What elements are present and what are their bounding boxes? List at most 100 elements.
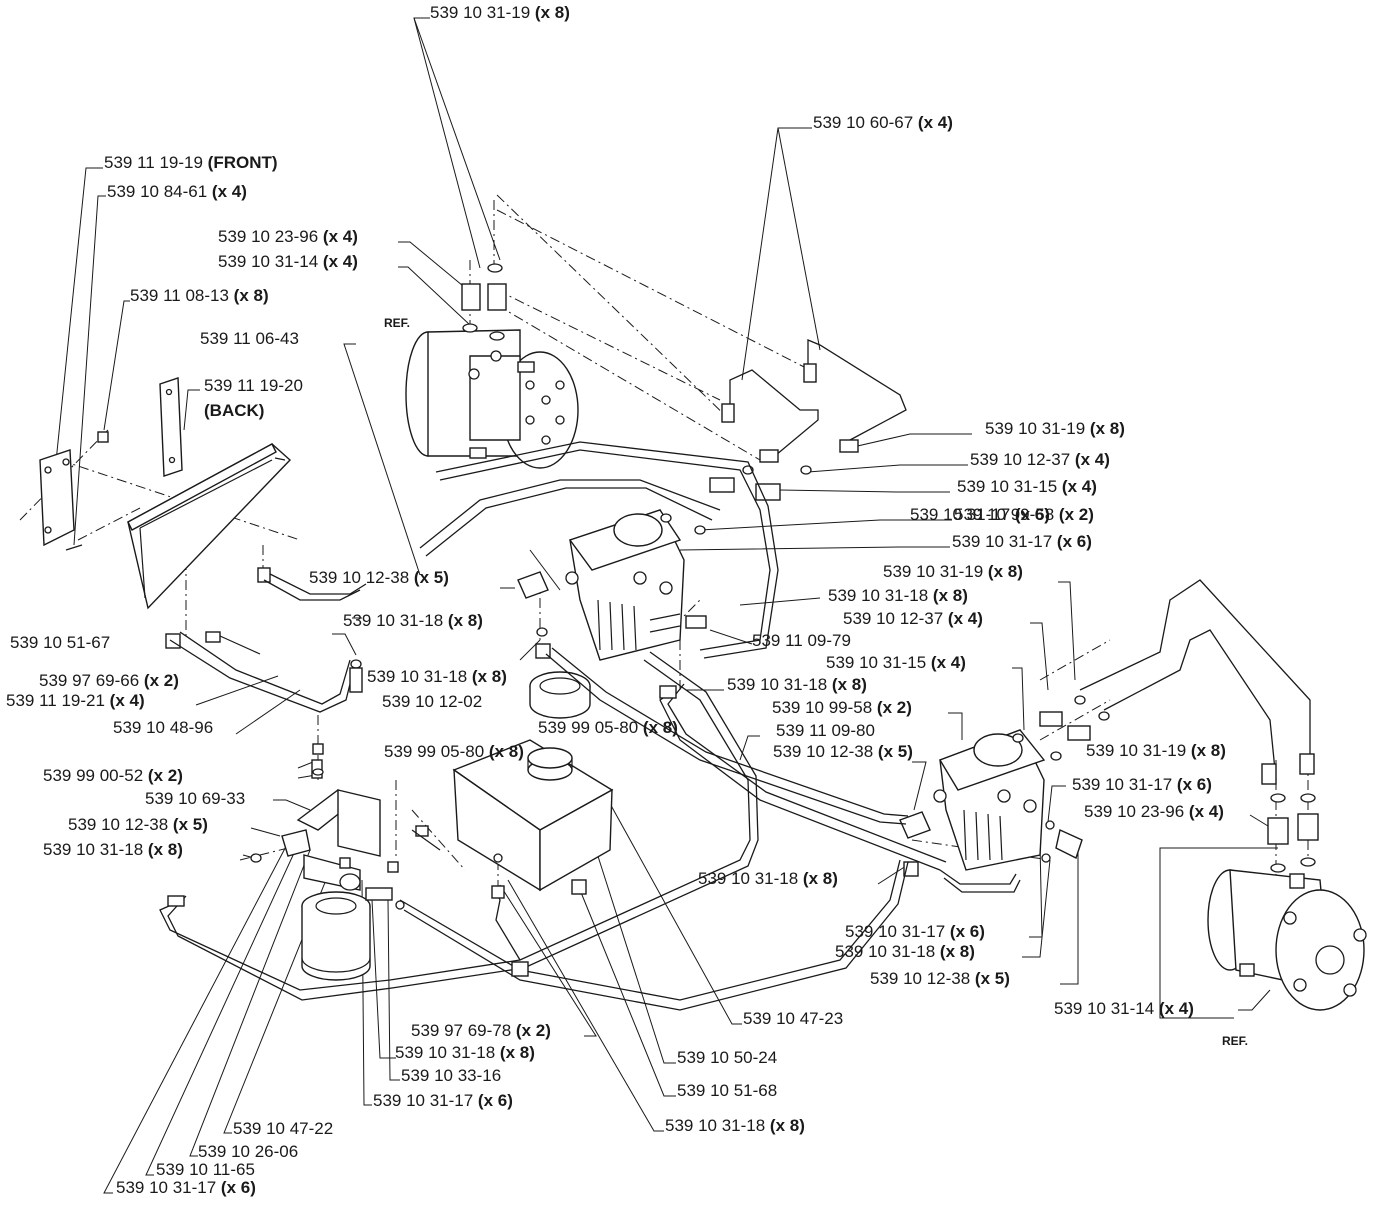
quantity: (x 4) [1189, 802, 1224, 821]
quantity: (x 6) [478, 1091, 513, 1110]
part-label: 539 10 84-61 (x 4) [107, 182, 247, 201]
quantity: (x 4) [1159, 999, 1194, 1018]
quantity: (x 8) [500, 1043, 535, 1062]
hydraulic-motor-top [405, 329, 579, 469]
part-number: 539 10 31-19 [430, 3, 535, 22]
part-number: 539 10 12-02 [382, 692, 482, 711]
part-label: 539 10 12-38 (x 5) [870, 969, 1010, 988]
part-number: 539 99 05-80 [384, 742, 489, 761]
filter-head [303, 854, 361, 891]
quantity: (x 8) [988, 562, 1023, 581]
quantity: (x 8) [148, 840, 183, 859]
ref-label: REF. [384, 316, 410, 330]
ref-label: REF. [1222, 1034, 1248, 1048]
part-number: 539 10 48-96 [113, 718, 213, 737]
reservoir-cap [529, 671, 591, 719]
part-label: 539 10 50-24 [677, 1048, 777, 1067]
part-number: 539 10 99-58 [954, 505, 1059, 524]
part-label: 539 10 31-18 (x 8) [835, 942, 975, 961]
quantity: (x 6) [1015, 505, 1050, 524]
part-number: 539 10 31-17 [952, 532, 1057, 551]
quantity: (x 8) [448, 611, 483, 630]
quantity: (x 5) [975, 969, 1010, 988]
part-labels: 539 10 31-19 (x 8)539 10 60-67 (x 4)539 … [6, 3, 1226, 1197]
part-label: 539 10 12-37 (x 4) [970, 450, 1110, 469]
part-label: 539 10 12-38 (x 5) [773, 742, 913, 761]
hydraulic-pump-upper [565, 509, 685, 661]
part-number: 539 10 31-19 [1086, 741, 1191, 760]
part-number: 539 11 09-79 [752, 631, 851, 650]
quantity: (x 4) [948, 609, 983, 628]
part-number: 539 10 31-14 [218, 252, 323, 271]
quantity: (x 4) [323, 227, 358, 246]
part-label: 539 10 31-15 (x 4) [826, 653, 966, 672]
part-label: 539 10 31-18 (x 8) [665, 1116, 805, 1135]
upper-steel-tubes [721, 339, 907, 463]
leader-lines [47, 17, 1278, 1194]
quantity: (x 4) [110, 691, 145, 710]
part-number: 539 10 47-22 [233, 1119, 333, 1138]
quantity: (x 8) [643, 718, 678, 737]
part-number: 539 10 50-24 [677, 1048, 777, 1067]
part-label: 539 10 31-19 (x 8) [1086, 741, 1226, 760]
quantity: (x 2) [1059, 505, 1094, 524]
part-label: 539 10 31-18 (x 8) [395, 1043, 535, 1062]
part-label: 539 10 12-02 [382, 692, 482, 711]
part-number: 539 10 84-61 [107, 182, 212, 201]
quantity: (x 8) [933, 586, 968, 605]
cooler-fitting-parts [205, 631, 363, 693]
quantity: (x 6) [1057, 532, 1092, 551]
part-label: 539 10 31-18 (x 8) [43, 840, 183, 859]
part-label: 539 99 00-52 (x 2) [43, 766, 183, 785]
quantity: (x 8) [940, 942, 975, 961]
part-label: 539 10 47-23 [743, 1009, 843, 1028]
quantity: (x 8) [1191, 741, 1226, 760]
part-label: 539 10 31-17 (x 6) [116, 1178, 256, 1197]
part-label: 539 10 33-16 [401, 1066, 501, 1085]
part-number: 539 10 31-15 [957, 477, 1062, 496]
part-number: 539 10 31-18 [665, 1116, 770, 1135]
hydraulic-motor-bottom [1207, 869, 1367, 1011]
part-label: 539 10 99-58 (x 2) [772, 698, 912, 717]
quantity: (x 8) [832, 675, 867, 694]
part-label: 539 10 26-06 [198, 1142, 298, 1161]
part-number: 539 10 31-15 [826, 653, 931, 672]
part-label: 539 11 09-79 [752, 631, 851, 650]
quantity: (FRONT) [208, 153, 278, 172]
part-label: 539 10 31-19 (x 8) [883, 562, 1023, 581]
quantity: (x 8) [1090, 419, 1125, 438]
part-label: 539 10 31-17 (x 6) [952, 532, 1092, 551]
part-label: 539 10 31-18 (x 8) [343, 611, 483, 630]
part-number: 539 10 47-23 [743, 1009, 843, 1028]
part-number: 539 10 31-19 [985, 419, 1090, 438]
part-number: 539 10 12-38 [68, 815, 173, 834]
part-label: 539 10 11-65 [156, 1160, 255, 1179]
quantity: (x 4) [323, 252, 358, 271]
part-label: 539 10 47-22 [233, 1119, 333, 1138]
part-number: 539 10 31-17 [373, 1091, 478, 1110]
quantity: (x 2) [516, 1021, 551, 1040]
part-label: 539 10 31-14 (x 4) [1054, 999, 1194, 1018]
part-number: 539 10 31-14 [1054, 999, 1159, 1018]
quantity: (x 6) [1177, 775, 1212, 794]
hydraulic-reservoir [452, 739, 614, 895]
quantity: (x 2) [877, 698, 912, 717]
quantity: (x 4) [1075, 450, 1110, 469]
part-label: 539 10 51-68 [677, 1081, 777, 1100]
part-label: 539 10 31-18 (x 8) [828, 586, 968, 605]
hydraulic-hoses [159, 441, 1021, 1011]
filter-mounting-bracket [296, 759, 399, 873]
part-label: 539 97 69-66 (x 2) [39, 671, 179, 690]
part-label: 539 10 31-15 (x 4) [957, 477, 1097, 496]
part-label: 539 11 19-20 [204, 376, 303, 395]
part-number: 539 97 69-66 [39, 671, 144, 690]
part-number: 539 11 19-20 [204, 376, 303, 395]
part-number: 539 10 51-67 [10, 633, 110, 652]
quantity: (x 8) [535, 3, 570, 22]
part-label: 539 10 23-96 (x 4) [218, 227, 358, 246]
part-label: 539 10 48-96 [113, 718, 213, 737]
quantity: (x 8) [472, 667, 507, 686]
part-number: 539 99 00-52 [43, 766, 148, 785]
pump-lower-fittings [899, 695, 1110, 877]
quantity: (x 6) [950, 922, 985, 941]
